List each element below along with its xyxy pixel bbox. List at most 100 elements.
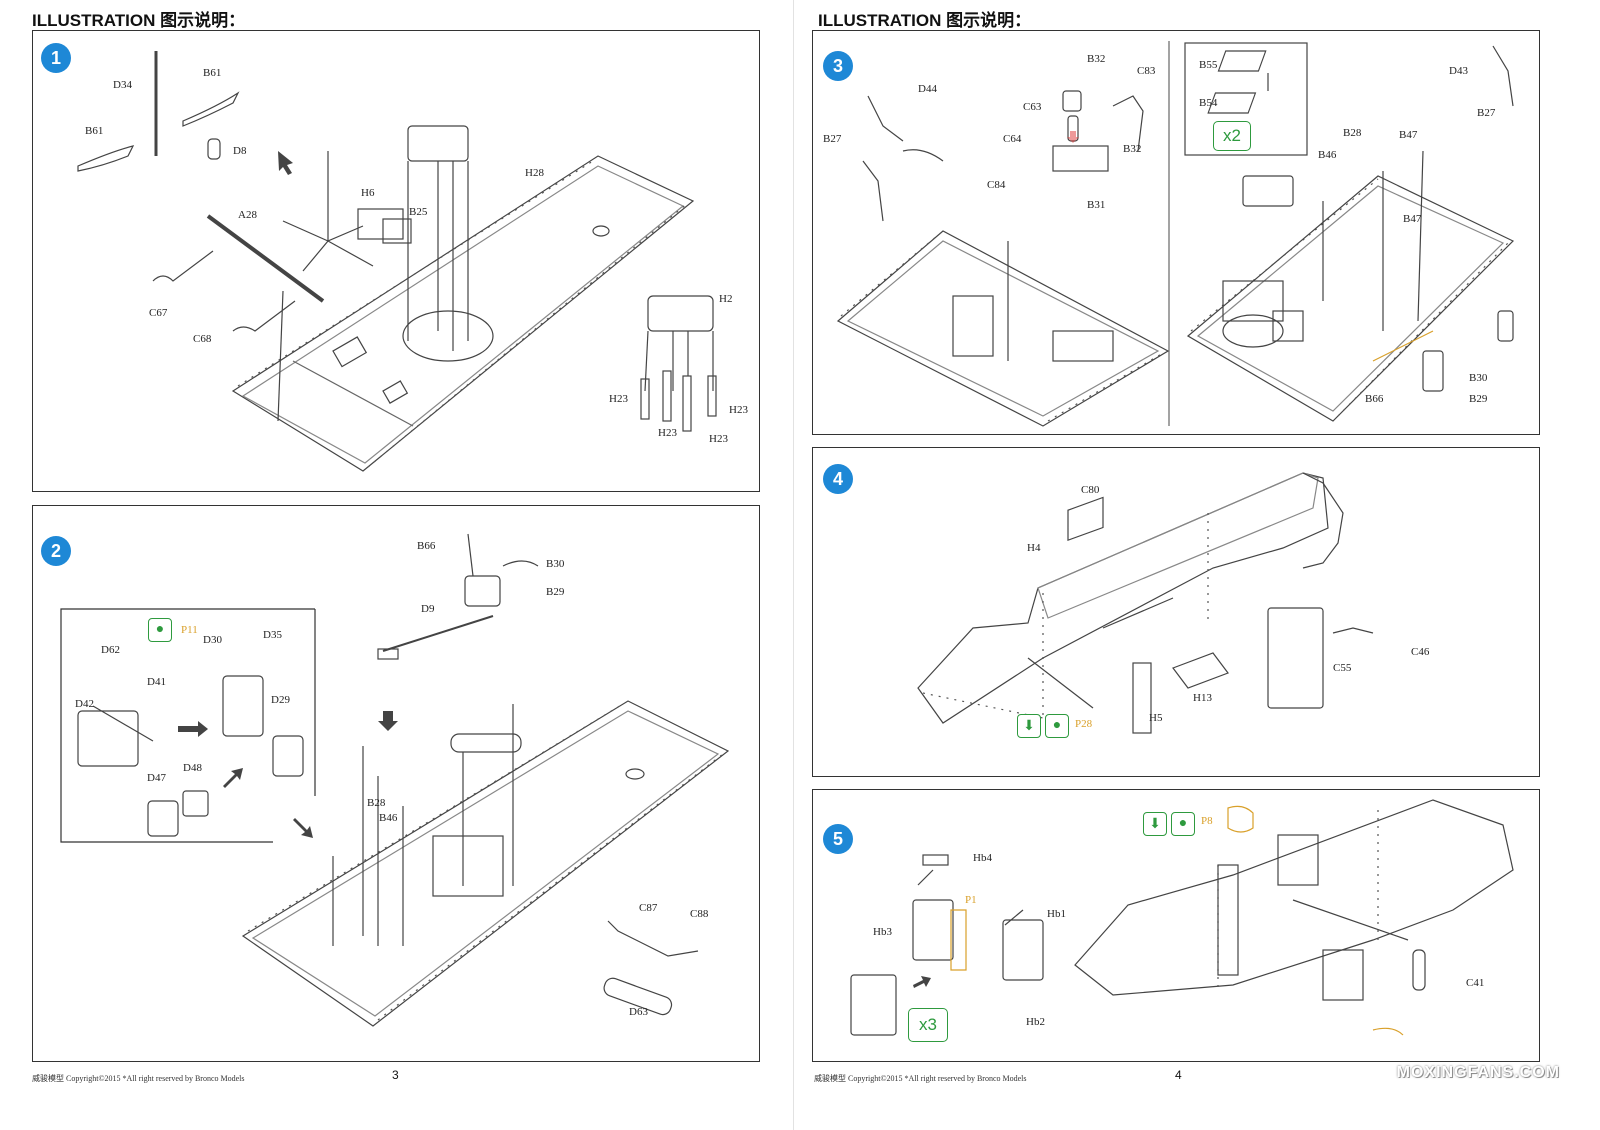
part-label: B28: [1343, 127, 1362, 139]
part-label: B30: [546, 558, 565, 570]
part-label: C64: [1003, 133, 1022, 145]
part-label: B32: [1123, 143, 1142, 155]
part-label: B61: [85, 125, 104, 137]
step-5-drawing: [850, 799, 1514, 1036]
part-label: C80: [1081, 484, 1100, 496]
step-2-number: 2: [41, 536, 71, 566]
part-label: D30: [203, 634, 222, 646]
part-label: P1: [965, 894, 977, 906]
watermark-logo: MOXINGFANS.COM: [1396, 1064, 1560, 1081]
page-header-left: ILLUSTRATION 图示说明：: [32, 11, 246, 30]
step-3-number: 3: [823, 51, 853, 81]
part-label: C88: [690, 908, 709, 920]
page-number-right: 4: [1175, 1068, 1182, 1082]
part-label: B47: [1399, 129, 1418, 141]
part-label: D48: [183, 762, 202, 774]
step-2-drawing: [60, 533, 730, 1027]
part-label: D42: [75, 698, 94, 710]
footer-brand-text: 威骏模型: [32, 1074, 64, 1083]
page-right: ILLUSTRATION 图示说明：: [800, 0, 1600, 1130]
quantity-x3-badge: x3: [908, 1008, 948, 1042]
part-label: Hb2: [1026, 1016, 1045, 1028]
step-1-panel: 1 D34 B61 B61 D8 A28 H6 B25 H28 C67 C68 …: [32, 30, 760, 492]
part-label: C41: [1466, 977, 1485, 989]
part-label: B30: [1469, 372, 1488, 384]
part-label: P28: [1075, 718, 1093, 730]
part-label: D62: [101, 644, 120, 656]
part-label: H2: [719, 293, 733, 305]
part-label: H23: [709, 433, 728, 445]
step-2-panel: 2 ● B66 B30 B29 D9 P11 D30 D35 D62 D41 D…: [32, 505, 760, 1062]
step-1-drawing: [77, 51, 717, 472]
part-label: D44: [918, 83, 937, 95]
glue-icon: ●: [1171, 812, 1195, 836]
footer-copyright: Copyright©2015: [848, 1074, 903, 1083]
part-label: Hb1: [1047, 908, 1066, 920]
part-label: B46: [379, 812, 398, 824]
part-label: B46: [1318, 149, 1337, 161]
step-5-panel: 5 ⬇ ● Hb4 P8 Hb1 P1 Hb3 C41 Hb2 x3: [812, 789, 1540, 1062]
part-label: B66: [1365, 393, 1384, 405]
glue-icon: ●: [148, 618, 172, 642]
part-label: A28: [238, 209, 257, 221]
part-label: H23: [658, 427, 677, 439]
part-label: B61: [203, 67, 222, 79]
part-label: B47: [1403, 213, 1422, 225]
step-5-number: 5: [823, 824, 853, 854]
part-label: C46: [1411, 646, 1430, 658]
step-1-number: 1: [41, 43, 71, 73]
step-4-panel: 4 C80 H4 C46 C55 H13 H5 ⬇ ● P28: [812, 447, 1540, 777]
part-label: H13: [1193, 692, 1212, 704]
part-label: B55: [1199, 59, 1218, 71]
footer-brand-text: 威骏模型: [814, 1074, 846, 1083]
quantity-x2-badge: x2: [1213, 121, 1251, 151]
footer-copyright: Copyright©2015: [66, 1074, 121, 1083]
page-gutter: [793, 0, 794, 1130]
part-label: Hb4: [973, 852, 992, 864]
part-label: C84: [987, 179, 1006, 191]
part-label: D34: [113, 79, 132, 91]
footer-brand: 威骏模型 Copyright©2015 *All right reserved …: [814, 1073, 1027, 1084]
part-label: H6: [361, 187, 375, 199]
part-label: D63: [629, 1006, 648, 1018]
part-label: H4: [1027, 542, 1041, 554]
part-label: B27: [1477, 107, 1496, 119]
part-label: H23: [609, 393, 628, 405]
down-arrow-icon: ⬇: [1017, 714, 1041, 738]
part-label: P8: [1201, 815, 1213, 827]
part-label: B28: [367, 797, 386, 809]
footer-brand: 威骏模型 Copyright©2015 *All right reserved …: [32, 1073, 245, 1084]
part-label: D9: [421, 603, 435, 615]
page-left: ILLUSTRATION 图示说明：: [0, 0, 790, 1130]
part-label: D43: [1449, 65, 1468, 77]
part-label: D41: [147, 676, 166, 688]
part-label: B31: [1087, 199, 1106, 211]
part-label: C87: [639, 902, 658, 914]
part-label: B25: [409, 206, 428, 218]
part-label: C83: [1137, 65, 1156, 77]
part-label: B66: [417, 540, 436, 552]
part-label: B29: [546, 586, 565, 598]
part-label: B29: [1469, 393, 1488, 405]
part-label: B32: [1087, 53, 1106, 65]
part-label: D35: [263, 629, 282, 641]
step-4-drawing: [917, 472, 1374, 734]
part-label: C55: [1333, 662, 1352, 674]
part-label: D8: [233, 145, 247, 157]
part-label: H23: [729, 404, 748, 416]
part-label: C63: [1023, 101, 1042, 113]
part-label: D47: [147, 772, 166, 784]
glue-icon: ●: [1045, 714, 1069, 738]
step-3-panel: 3 D44 B32 C83 C63 C64 B32 B27 C84 B31 B5…: [812, 30, 1540, 435]
part-label: B27: [823, 133, 842, 145]
part-label: H28: [525, 167, 544, 179]
part-label: B54: [1199, 97, 1218, 109]
part-label: D29: [271, 694, 290, 706]
step-4-number: 4: [823, 464, 853, 494]
part-label: H5: [1149, 712, 1163, 724]
part-label: P11: [181, 624, 198, 636]
part-label: C68: [193, 333, 212, 345]
part-label: Hb3: [873, 926, 892, 938]
footer-rights: *All right reserved by Bronco Models: [904, 1074, 1027, 1083]
down-arrow-icon: ⬇: [1143, 812, 1167, 836]
